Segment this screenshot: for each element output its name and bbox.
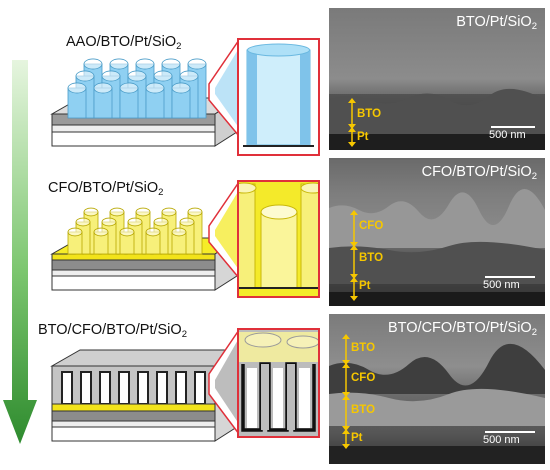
row3-zoom — [237, 328, 320, 438]
sem3-title: BTO/CFO/BTO/Pt/SiO2 — [388, 320, 537, 338]
row2-pillars — [67, 207, 203, 255]
row3-title: BTO/CFO/BTO/Pt/SiO2 — [38, 322, 187, 340]
row1-callout — [208, 38, 240, 138]
sem-panel-2: CFO/BTO/Pt/SiO2 CFO BTO Pt 500 nm — [329, 158, 545, 306]
row2-pillar — [93, 227, 109, 255]
row2-pillar — [171, 227, 187, 255]
sem3-label-pt: Pt — [351, 432, 363, 444]
row3-rod — [99, 371, 111, 405]
sem3-scale-text: 500 nm — [483, 434, 520, 446]
sem3-arrows — [342, 334, 350, 449]
row2-callout — [208, 180, 240, 280]
sem1-label-bto: BTO — [357, 108, 382, 120]
row3-rod — [61, 371, 73, 405]
row3-pillars — [61, 371, 206, 405]
row3-rod — [118, 371, 130, 405]
sem2-label-cfo: CFO — [359, 220, 384, 232]
process-arrow — [3, 60, 37, 444]
row1-zoom — [237, 38, 320, 156]
sem3-title-text: BTO/CFO/BTO/Pt/SiO — [388, 320, 532, 336]
row1-pillar — [119, 82, 139, 119]
sem1-scale-bar — [491, 126, 535, 128]
row3-rod — [137, 371, 149, 405]
sem3-label-bto-top: BTO — [351, 342, 376, 354]
sem1-title-text: BTO/Pt/SiO — [456, 14, 532, 30]
row1-pillar — [171, 82, 191, 119]
sem1-title: BTO/Pt/SiO2 — [456, 14, 537, 32]
row2-pillar — [119, 227, 135, 255]
row2-schematic — [50, 207, 240, 291]
sem3-label-cfo: CFO — [351, 372, 376, 384]
sem2-arrows — [350, 210, 358, 301]
row1-title-text: AAO/BTO/Pt/SiO — [66, 34, 177, 50]
row1-pillar — [93, 82, 113, 119]
row1-pillars — [67, 58, 207, 119]
sem-panel-1: BTO/Pt/SiO2 BTO Pt 500 nm — [329, 8, 545, 150]
row3-rod — [175, 371, 187, 405]
sem2-title-text: CFO/BTO/Pt/SiO — [421, 164, 532, 180]
sem2-scale-bar — [485, 276, 535, 278]
sem3-label-bto: BTO — [351, 404, 376, 416]
row3-title-sub: 2 — [181, 329, 187, 340]
row3-rod — [156, 371, 168, 405]
row2-pillar — [145, 227, 161, 255]
row1-title: AAO/BTO/Pt/SiO2 — [66, 34, 181, 52]
row2-title-text: CFO/BTO/Pt/SiO — [48, 180, 159, 196]
sem1-arrows — [348, 98, 356, 147]
sem-panel-3: BTO/CFO/BTO/Pt/SiO2 BTO CFO BTO Pt 500 n… — [329, 314, 545, 464]
sem3-scale-bar — [485, 431, 535, 433]
row1-pillar — [145, 82, 165, 119]
row1-title-sub: 2 — [176, 41, 182, 52]
row3-callout — [208, 328, 240, 437]
sem1-title-sub: 2 — [531, 21, 537, 32]
row1-pillar — [67, 82, 87, 119]
sem2-title-sub: 2 — [531, 171, 537, 182]
sem1-label-pt: Pt — [357, 131, 369, 143]
sem1-scale-text: 500 nm — [489, 129, 526, 141]
sem3-title-sub: 2 — [531, 327, 537, 338]
row3-title-text: BTO/CFO/BTO/Pt/SiO — [38, 322, 182, 338]
sem2-title: CFO/BTO/Pt/SiO2 — [422, 164, 537, 182]
row2-zoom — [237, 180, 320, 298]
row2-pillar — [67, 227, 83, 255]
sem2-label-pt: Pt — [359, 280, 371, 292]
row3-rod — [80, 371, 92, 405]
row3-rod — [194, 371, 206, 405]
row2-title-sub: 2 — [158, 187, 164, 198]
sem2-label-bto: BTO — [359, 252, 384, 264]
row2-title: CFO/BTO/Pt/SiO2 — [48, 180, 163, 198]
sem2-scale-text: 500 nm — [483, 279, 520, 291]
